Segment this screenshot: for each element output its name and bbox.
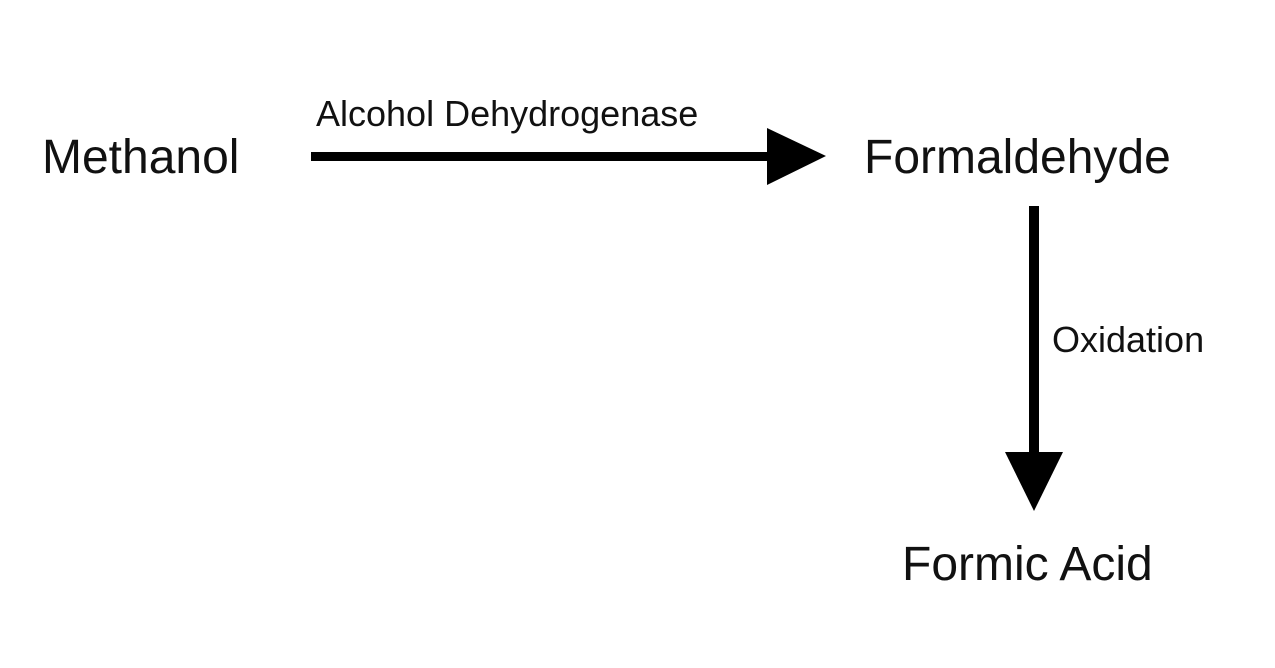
arrow-methanol-to-formaldehyde [311,128,826,185]
arrow-shaft-vertical [1029,206,1039,456]
arrow-formaldehyde-to-formic-acid [1005,206,1063,511]
node-methanol: Methanol [42,131,240,184]
edge-label-oxidation: Oxidation [1052,319,1205,360]
node-formaldehyde: Formaldehyde [864,131,1171,184]
node-formic-acid: Formic Acid [902,538,1153,591]
arrow-head-right [767,128,826,185]
edge-label-alcohol-dehydrogenase: Alcohol Dehydrogenase [316,93,699,134]
arrow-head-down [1005,452,1063,511]
arrow-shaft-horizontal [311,152,771,161]
